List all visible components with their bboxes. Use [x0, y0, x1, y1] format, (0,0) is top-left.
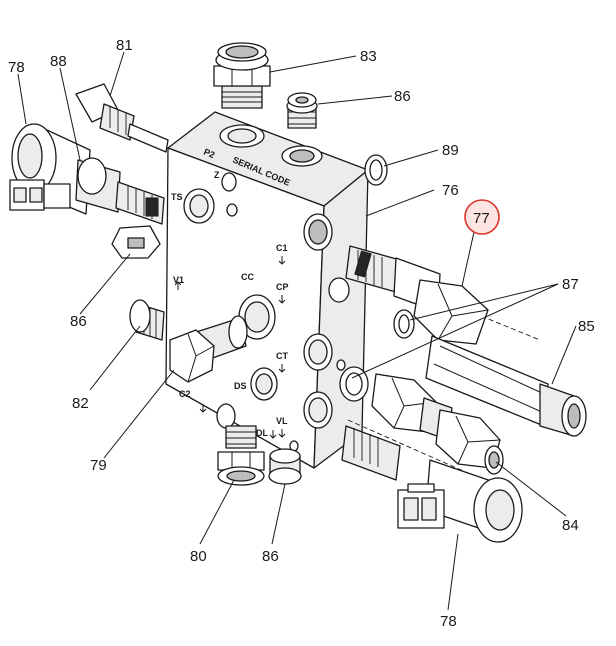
callout-78-bottom[interactable]: 78	[440, 613, 457, 630]
callout-78-top[interactable]: 78	[8, 59, 25, 76]
cartridge-valve-left	[9, 123, 165, 259]
highlight-circle-77[interactable]	[464, 199, 500, 235]
cartridge-79	[169, 315, 248, 383]
cartridge-84	[339, 366, 504, 475]
callout-88[interactable]: 88	[50, 53, 67, 70]
plug-86-bottom	[268, 448, 302, 485]
port-label-dl: DL	[256, 428, 268, 438]
callout-84[interactable]: 84	[562, 517, 579, 534]
callout-80[interactable]: 80	[190, 548, 207, 565]
port-label-ts: TS	[171, 192, 183, 202]
callout-76[interactable]: 76	[442, 182, 459, 199]
fitting-83	[213, 42, 271, 109]
cartridge-85	[425, 335, 587, 437]
port-label-v1: V1	[173, 275, 184, 285]
port-label-cp: CP	[276, 282, 289, 292]
port-label-z: Z	[214, 170, 220, 180]
callout-79[interactable]: 79	[90, 457, 107, 474]
plug-86-top	[286, 92, 318, 129]
o-ring-89	[364, 154, 388, 186]
callout-83[interactable]: 83	[360, 48, 377, 65]
coil-78-bottom	[341, 425, 523, 543]
sensor-81	[75, 83, 169, 153]
port-label-p2: P2	[202, 147, 216, 161]
callout-86-left[interactable]: 86	[70, 313, 87, 330]
port-label-c2: C2	[179, 389, 191, 399]
port-label-ct: CT	[276, 351, 288, 361]
callout-labels: 78 88 81 83 86 89 76 77 87 85 86 82 79 8…	[8, 37, 595, 630]
callout-81[interactable]: 81	[116, 37, 133, 54]
callout-82[interactable]: 82	[72, 395, 89, 412]
plug-82	[129, 299, 165, 341]
callout-86-bottom[interactable]: 86	[262, 548, 279, 565]
manifold-block	[165, 111, 369, 469]
port-label-cc: CC	[241, 272, 254, 282]
fitting-80	[217, 425, 265, 486]
port-label-vl: VL	[276, 416, 288, 426]
cartridge-77	[345, 245, 541, 345]
callout-87[interactable]: 87	[562, 276, 579, 293]
callout-77[interactable]: 77	[473, 210, 490, 227]
port-label-c1: C1	[276, 243, 288, 253]
leader-lines	[17, 51, 577, 611]
callout-85[interactable]: 85	[578, 318, 595, 335]
callout-86-top[interactable]: 86	[394, 88, 411, 105]
port-label-ds: DS	[234, 381, 247, 391]
callout-89[interactable]: 89	[442, 142, 459, 159]
o-ring-87	[393, 309, 415, 339]
